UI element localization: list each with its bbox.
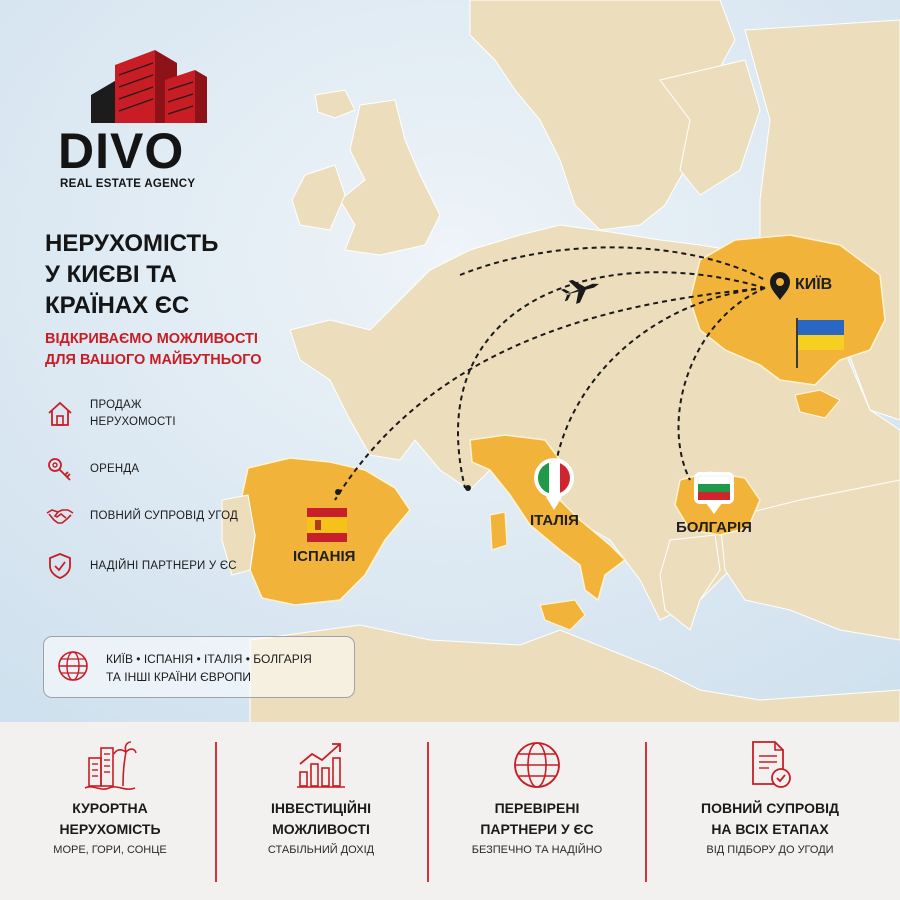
feature-label: НАДІЙНІ ПАРТНЕРИ У ЄС — [90, 558, 237, 575]
route-kyiv-italy — [554, 287, 766, 469]
title-line: НЕРУХОМІСТЬ — [45, 230, 219, 257]
feature-rent: ОРЕНДА — [45, 454, 139, 484]
route-kyiv-italy-west — [457, 271, 766, 489]
page-subtitle: ВІДКРИВАЄМО МОЖЛИВОСТІ ДЛЯ ВАШОГО МАЙБУТ… — [45, 329, 262, 371]
north-africa-land — [249, 624, 900, 725]
spain-flag — [307, 508, 347, 542]
route-lines — [334, 246, 766, 501]
feature-label: ПОВНИЙ СУПРОВІД УГОД — [90, 508, 238, 525]
route-kyiv-spain — [334, 287, 766, 501]
benefit-title: ПЕРЕВІРЕНІ ПАРТНЕРИ У ЄС — [432, 798, 642, 840]
benefit-title-line: ПАРТНЕРИ У ЄС — [480, 821, 594, 837]
turkey-land — [719, 479, 900, 641]
feature-support: ПОВНИЙ СУПРОВІД УГОД — [45, 501, 238, 531]
page-title: НЕРУХОМІСТЬ У КИЄВІ ТА КРАЇНАХ ЄС — [45, 228, 305, 321]
map-label-spain: ІСПАНІЯ — [293, 548, 356, 565]
britain-land — [339, 99, 441, 256]
feature-sales: ПРОДАЖ НЕРУХОМОСТІ — [45, 397, 176, 431]
brand-logo-icon — [91, 50, 207, 123]
feature-line: ОРЕНДА — [90, 462, 140, 475]
handshake-icon — [46, 509, 74, 524]
route-top-arc — [459, 246, 766, 281]
subtitle-line: ВІДКРИВАЄМО МОЖЛИВОСТІ — [45, 331, 258, 347]
crimea-highlight — [794, 389, 841, 419]
globe-icon — [514, 742, 560, 788]
benefit-title-line: НЕРУХОМІСТЬ — [59, 821, 161, 837]
benefit-title-line: МОЖЛИВОСТІ — [272, 821, 370, 837]
resort-buildings-palm-icon — [84, 741, 137, 790]
benefit-title: ПОВНИЙ СУПРОВІД НА ВСІХ ЕТАПАХ — [650, 798, 890, 840]
benefit-resort: КУРОРТНА НЕРУХОМІСТЬ МОРЕ, ГОРИ, СОНЦЕ — [10, 722, 210, 900]
italy-flag — [534, 458, 574, 510]
feature-partners: НАДІЙНІ ПАРТНЕРИ У ЄС — [45, 551, 237, 581]
scandinavia-land — [469, 0, 736, 231]
feature-line: ПОВНИЙ СУПРОВІД УГОД — [90, 509, 238, 522]
feature-line: НАДІЙНІ ПАРТНЕРИ У ЄС — [90, 559, 237, 572]
benefit-invest: ІНВЕСТИЦІЙНІ МОЖЛИВОСТІ СТАБІЛЬНИЙ ДОХІД — [218, 722, 424, 900]
benefit-subtitle: БЕЗПЕЧНО ТА НАДІЙНО — [471, 844, 603, 856]
route-kyiv-bulgaria — [677, 287, 766, 481]
subtitle-line: ДЛЯ ВАШОГО МАЙБУТНЬОГО — [45, 352, 262, 368]
divider — [427, 742, 429, 882]
countries-line: КИЇВ • ІСПАНІЯ • ІТАЛІЯ • БОЛГАРІЯ — [106, 652, 312, 666]
benefit-title: КУРОРТНА НЕРУХОМІСТЬ — [10, 798, 210, 840]
house-icon — [48, 401, 72, 426]
brand-name: DIVO — [58, 123, 185, 179]
bulgaria-flag — [694, 472, 734, 514]
benefits-bar: КУРОРТНА НЕРУХОМІСТЬ МОРЕ, ГОРИ, СОНЦЕ І… — [0, 722, 900, 900]
benefit-partners: ПЕРЕВІРЕНІ ПАРТНЕРИ У ЄС БЕЗПЕЧНО ТА НАД… — [432, 722, 642, 900]
portugal-land — [221, 494, 256, 576]
finland-land — [659, 59, 761, 196]
key-icon — [48, 458, 71, 481]
globe-icon — [58, 651, 88, 681]
title-line: КРАЇНАХ ЄС — [45, 292, 190, 319]
sardinia-highlight — [489, 511, 508, 551]
map-label-kyiv: КИЇВ — [795, 276, 833, 293]
sicily-highlight — [539, 599, 586, 631]
map-label-italy: ІТАЛІЯ — [530, 512, 579, 529]
europe-map — [0, 0, 900, 725]
brand-tagline: REAL ESTATE AGENCY — [60, 178, 196, 190]
greece-land — [659, 534, 721, 631]
divider — [215, 742, 217, 882]
benefit-full-support: ПОВНИЙ СУПРОВІД НА ВСІХ ЕТАПАХ ВІД ПІДБО… — [650, 722, 890, 900]
route-dot-spain — [335, 489, 341, 495]
feature-label: ПРОДАЖ НЕРУХОМОСТІ — [90, 397, 176, 431]
feature-line: ПРОДАЖ — [90, 399, 142, 411]
map-label-bulgaria: БОЛГАРІЯ — [676, 519, 752, 536]
benefit-title: ІНВЕСТИЦІЙНІ МОЖЛИВОСТІ — [218, 798, 424, 840]
document-check-icon — [752, 741, 791, 788]
benefit-title-line: ІНВЕСТИЦІЙНІ — [270, 800, 371, 816]
ireland-land — [291, 164, 346, 231]
feature-label: ОРЕНДА — [90, 461, 139, 478]
island-land — [314, 89, 356, 119]
benefit-title-line: НА ВСІХ ЕТАПАХ — [711, 821, 829, 837]
countries-box: КИЇВ • ІСПАНІЯ • ІТАЛІЯ • БОЛГАРІЯ ТА ІН… — [43, 636, 355, 698]
ukraine-flag — [796, 318, 844, 368]
feature-line: НЕРУХОМОСТІ — [90, 416, 176, 428]
benefit-title-line: ПОВНИЙ СУПРОВІД — [701, 800, 839, 816]
benefit-title-line: ПЕРЕВІРЕНІ — [494, 800, 580, 816]
benefit-title-line: КУРОРТНА — [72, 800, 148, 816]
growth-chart-icon — [297, 743, 345, 788]
benefit-subtitle: ВІД ПІДБОРУ ДО УГОДИ — [706, 844, 834, 856]
route-dot-italy-west — [465, 485, 471, 491]
benefit-subtitle: СТАБІЛЬНИЙ ДОХІД — [267, 844, 375, 856]
benefit-subtitle: МОРЕ, ГОРИ, СОНЦЕ — [53, 844, 167, 856]
countries-line: ТА ІНШІ КРАЇНИ ЄВРОПИ — [106, 670, 252, 684]
shield-check-icon — [49, 553, 71, 579]
divider — [645, 742, 647, 882]
airplane-icon — [561, 279, 600, 304]
title-line: У КИЄВІ ТА — [45, 261, 177, 288]
location-pin-icon — [770, 272, 790, 300]
